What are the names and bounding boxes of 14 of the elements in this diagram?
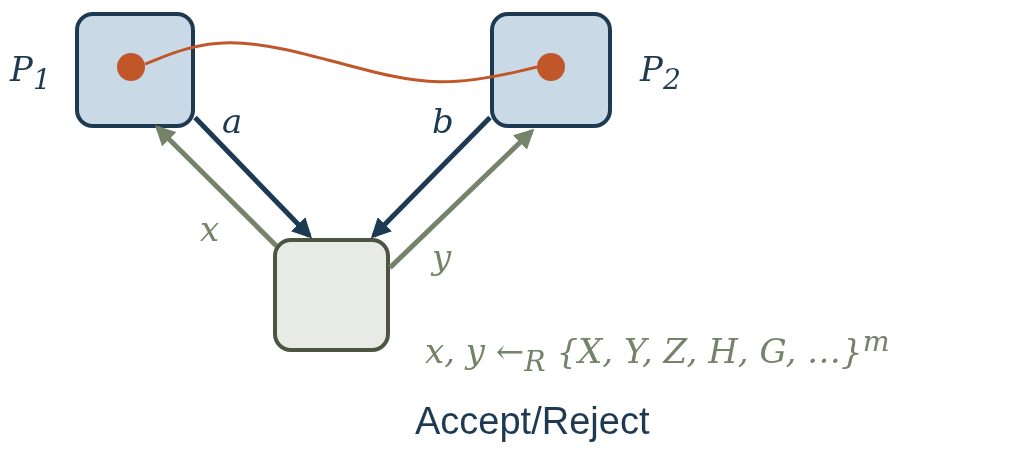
arrow <box>154 125 279 248</box>
arrow <box>388 128 535 270</box>
arrow <box>370 115 492 239</box>
arrow <box>193 115 313 239</box>
party-box <box>490 12 612 128</box>
party-label: P$_{1}$ <box>10 52 51 95</box>
entanglement-link <box>144 41 538 84</box>
sampling-formula: x, y ←$_{R}$ {X, Y, Z, H, G, …}$^{m}$ <box>425 328 890 377</box>
verifier-box <box>273 238 390 352</box>
party-label: P$_{2}$ <box>640 52 681 95</box>
party-box <box>75 12 195 128</box>
entangled-particle-dot <box>537 53 565 81</box>
entangled-particle-dot <box>117 53 145 81</box>
verdict-label: Accept/Reject <box>415 402 650 440</box>
